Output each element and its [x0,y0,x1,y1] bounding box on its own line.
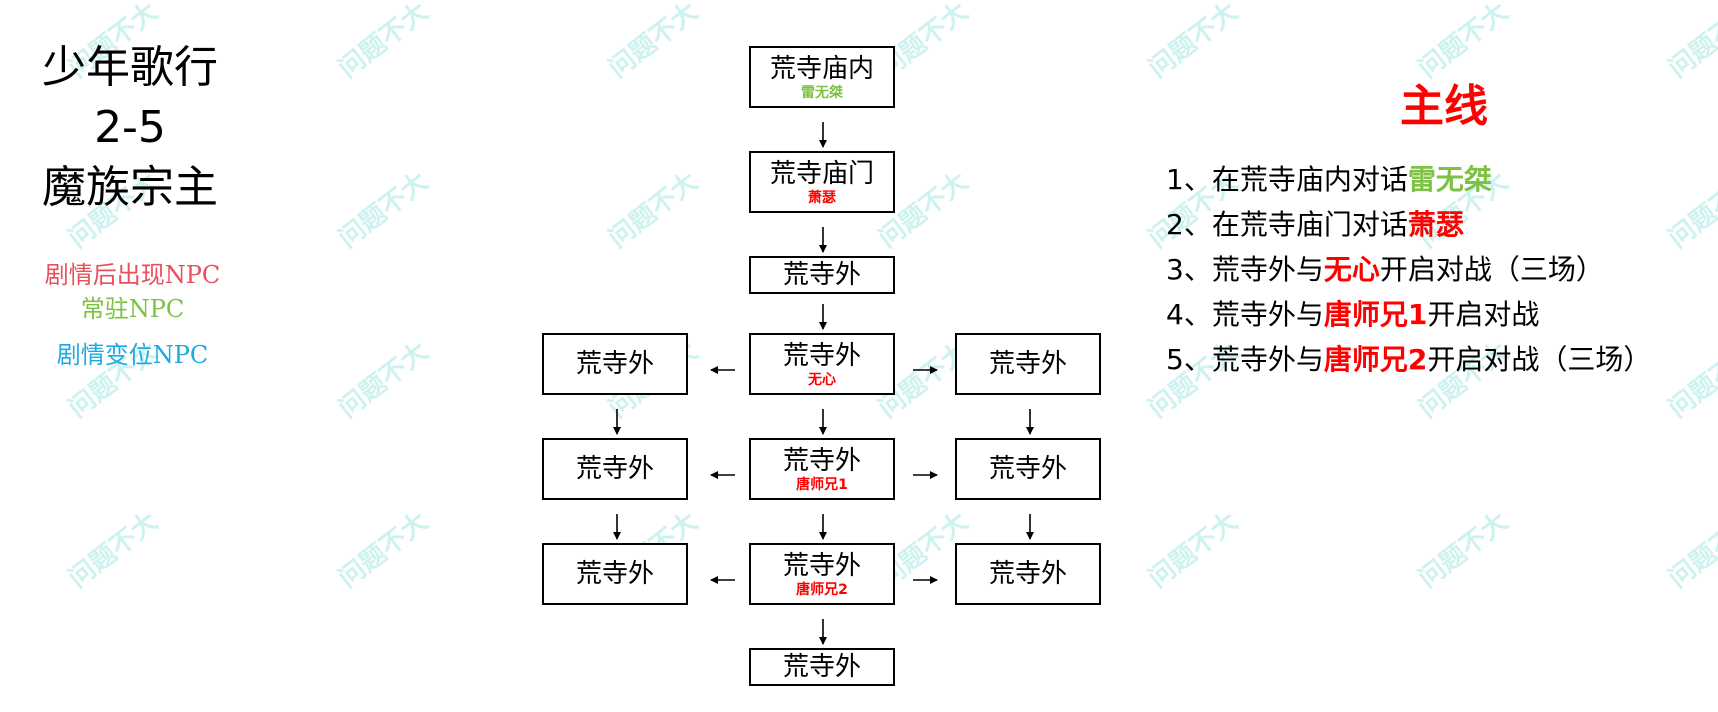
step-text: 开启对战 [1427,298,1540,331]
step-text: 5、荒寺外与 [1166,343,1324,376]
mainline-step: 5、荒寺外与唐师兄2开启对战（三场） [1166,338,1651,378]
node-outside-right-1: 荒寺外 [955,333,1101,395]
node-label: 荒寺外 [575,454,654,484]
node-label: 荒寺外 [782,260,861,290]
title-line-2: 2-5 [94,102,166,153]
node-outside-tang1: 荒寺外 唐师兄1 [749,438,895,500]
node-outside-tang2: 荒寺外 唐师兄2 [749,543,895,605]
step-text: 开启对战（三场） [1379,253,1604,286]
node-npc: 唐师兄2 [796,581,848,598]
step-text: 2、在荒寺庙门对话 [1166,208,1408,241]
node-outside-left-3: 荒寺外 [542,543,688,605]
node-outside-left-2: 荒寺外 [542,438,688,500]
node-label: 荒寺庙门 [769,158,874,189]
node-outside-right-2: 荒寺外 [955,438,1101,500]
node-npc: 雷无桀 [801,84,843,101]
step-text: 1、在荒寺庙内对话 [1166,163,1408,196]
step-text: 3、荒寺外与 [1166,253,1324,286]
step-highlight: 无心 [1323,253,1380,286]
legend-resident-npc: 常驻NPC [80,295,185,323]
node-outside-wuxin: 荒寺外 无心 [749,333,895,395]
node-label: 荒寺外 [782,550,861,581]
node-npc: 唐师兄1 [796,476,848,493]
mainline-step: 3、荒寺外与无心开启对战（三场） [1166,248,1604,288]
node-label: 荒寺外 [782,445,861,476]
legend-plot-npc: 剧情后出现NPC [44,261,221,289]
step-highlight: 雷无桀 [1407,163,1492,196]
node-label: 荒寺外 [575,559,654,589]
node-label: 荒寺庙内 [769,53,874,84]
mainline-step: 1、在荒寺庙内对话雷无桀 [1166,158,1492,198]
title-line-3: 魔族宗主 [42,162,218,213]
step-highlight: 唐师兄2 [1323,343,1428,376]
node-label: 荒寺外 [782,652,861,682]
node-label: 荒寺外 [575,349,654,379]
node-outside-left-1: 荒寺外 [542,333,688,395]
node-label: 荒寺外 [988,349,1067,379]
node-temple-gate: 荒寺庙门 萧瑟 [749,151,895,213]
step-highlight: 唐师兄1 [1323,298,1428,331]
node-temple-inside: 荒寺庙内 雷无桀 [749,46,895,108]
step-highlight: 萧瑟 [1407,208,1464,241]
mainline-title: 主线 [1400,81,1488,132]
title-block: 少年歌行 2-5 魔族宗主 [20,38,240,218]
node-label: 荒寺外 [988,559,1067,589]
step-text: 开启对战（三场） [1427,343,1652,376]
mainline-step: 2、在荒寺庙门对话萧瑟 [1166,203,1464,243]
node-npc: 无心 [808,371,836,388]
node-label: 荒寺外 [782,340,861,371]
mainline-step: 4、荒寺外与唐师兄1开启对战 [1166,293,1539,333]
node-npc: 萧瑟 [808,189,836,206]
step-text: 4、荒寺外与 [1166,298,1324,331]
node-outside-3: 荒寺外 [749,256,895,294]
node-outside-final: 荒寺外 [749,648,895,686]
node-outside-right-3: 荒寺外 [955,543,1101,605]
node-label: 荒寺外 [988,454,1067,484]
legend-moving-npc: 剧情变位NPC [56,341,209,369]
title-line-1: 少年歌行 [42,42,218,93]
